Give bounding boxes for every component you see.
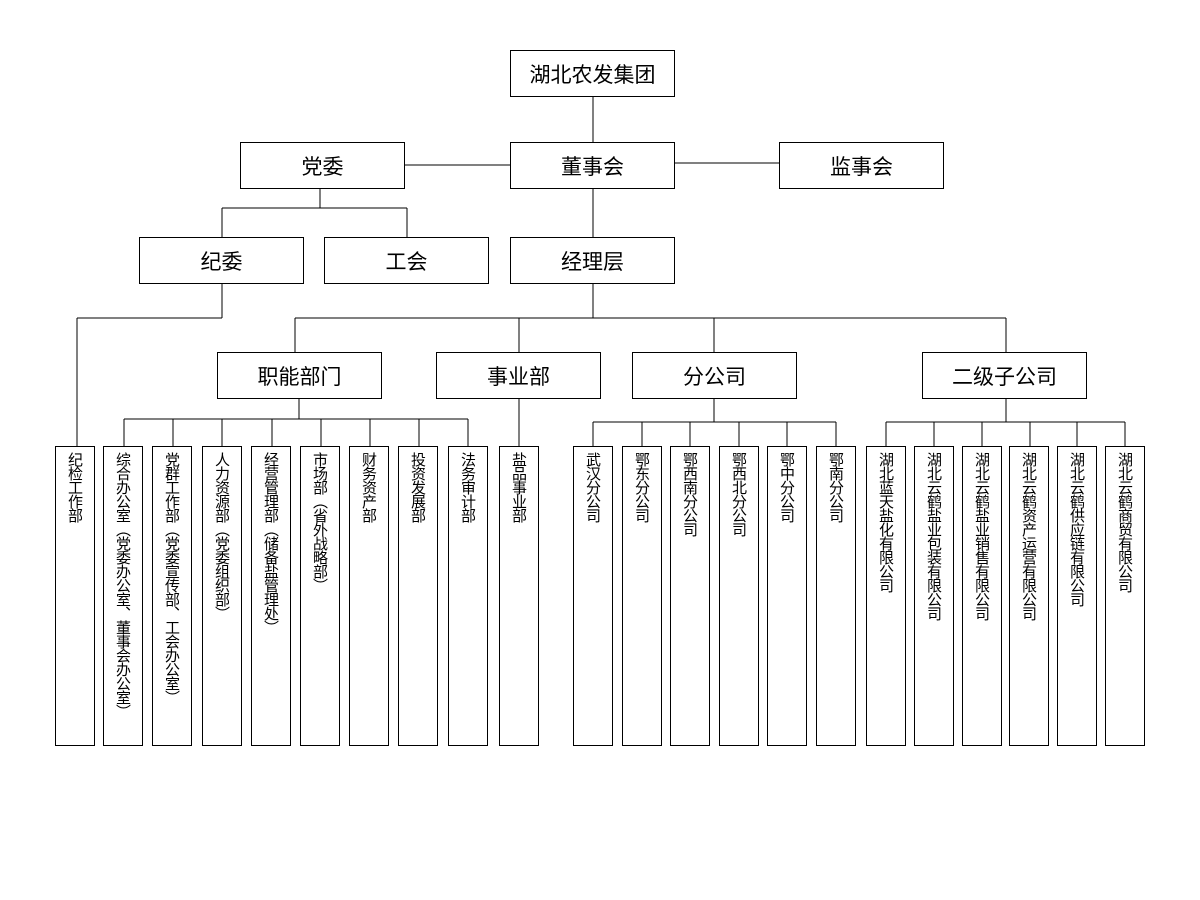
unit-label: 市场部（省外战略部） [311,452,329,592]
unit-subsidiary-assets: 湖北云鹤资产运营有限公司 [1009,446,1049,746]
unit-subsidiary-sales: 湖北云鹤盐业销售有限公司 [962,446,1002,746]
unit-operations-management: 经营管理部（储备盐管理处） [251,446,291,746]
node-subsidiaries: 二级子公司 [922,352,1087,399]
unit-legal-audit: 法务审计部 [448,446,488,746]
node-group-label: 湖北农发集团 [529,62,656,87]
unit-label: 党群工作部（党委宣传部、工会办公室） [163,452,181,704]
node-discipline-committee-label: 纪委 [200,249,243,274]
node-business-division-label: 事业部 [487,364,550,389]
unit-label: 湖北云鹤盐业销售有限公司 [973,452,991,620]
node-business-division: 事业部 [436,352,601,399]
unit-label: 湖北蓝天盐化有限公司 [877,452,895,592]
unit-label: 鄂东分公司 [633,452,651,522]
unit-subsidiary-packaging: 湖北云鹤盐业包装有限公司 [914,446,954,746]
unit-branch-enan: 鄂南分公司 [816,446,856,746]
node-party-committee: 党委 [240,142,405,189]
unit-label: 人力资源部（党委组织部） [213,452,231,620]
node-subsidiaries-label: 二级子公司 [952,364,1057,389]
unit-discipline-inspection: 纪检工作部 [55,446,95,746]
unit-label: 武汉分公司 [584,452,602,522]
unit-subsidiary-trading: 湖北云鹤商贸有限公司 [1105,446,1145,746]
unit-label: 投资发展部 [409,452,427,522]
unit-investment-development: 投资发展部 [398,446,438,746]
unit-general-office: 综合办公室（党委办公室、董事会办公室） [103,446,143,746]
unit-label: 湖北云鹤商贸有限公司 [1116,452,1134,592]
node-group: 湖北农发集团 [510,50,675,97]
unit-branch-edong: 鄂东分公司 [622,446,662,746]
unit-subsidiary-supply-chain: 湖北云鹤供应链有限公司 [1057,446,1097,746]
unit-marketing: 市场部（省外战略部） [300,446,340,746]
unit-party-mass-work: 党群工作部（党委宣传部、工会办公室） [152,446,192,746]
unit-label: 纪检工作部 [66,452,84,522]
node-branch-companies: 分公司 [632,352,797,399]
unit-label: 综合办公室（党委办公室、董事会办公室） [114,452,132,718]
unit-label: 鄂南分公司 [827,452,845,522]
unit-label: 经营管理部（储备盐管理处） [262,452,280,634]
unit-salt-business: 盐品事业部 [499,446,539,746]
unit-subsidiary-lantian: 湖北蓝天盐化有限公司 [866,446,906,746]
unit-label: 湖北云鹤资产运营有限公司 [1020,452,1038,620]
node-functional-departments-label: 职能部门 [257,364,342,389]
unit-branch-wuhan: 武汉分公司 [573,446,613,746]
node-functional-departments: 职能部门 [217,352,382,399]
unit-human-resources: 人力资源部（党委组织部） [202,446,242,746]
unit-label: 法务审计部 [459,452,477,522]
unit-label: 盐品事业部 [510,452,528,522]
node-labor-union: 工会 [324,237,489,284]
node-management-label: 经理层 [561,249,624,274]
node-labor-union-label: 工会 [385,249,428,274]
unit-branch-exibei: 鄂西北分公司 [719,446,759,746]
unit-finance-assets: 财务资产部 [349,446,389,746]
node-board: 董事会 [510,142,675,189]
node-supervisory-board-label: 监事会 [830,154,893,179]
unit-label: 湖北云鹤供应链有限公司 [1068,452,1086,606]
node-management: 经理层 [510,237,675,284]
unit-label: 财务资产部 [360,452,378,522]
node-branch-companies-label: 分公司 [683,364,746,389]
node-discipline-committee: 纪委 [139,237,304,284]
unit-label: 鄂西南分公司 [681,452,699,536]
node-party-committee-label: 党委 [301,154,344,179]
unit-branch-ezhong: 鄂中分公司 [767,446,807,746]
unit-label: 鄂中分公司 [778,452,796,522]
unit-branch-exinan: 鄂西南分公司 [670,446,710,746]
node-supervisory-board: 监事会 [779,142,944,189]
unit-label: 湖北云鹤盐业包装有限公司 [925,452,943,620]
node-board-label: 董事会 [561,154,624,179]
unit-label: 鄂西北分公司 [730,452,748,536]
